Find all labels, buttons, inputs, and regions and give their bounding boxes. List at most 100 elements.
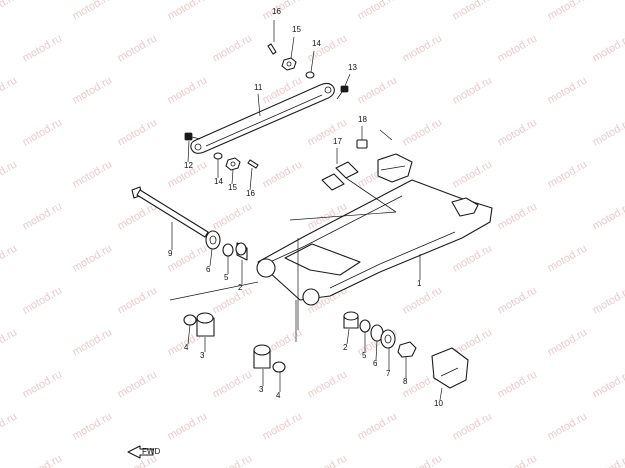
torque-link-bar <box>190 82 335 154</box>
callout-label: 2 <box>238 283 243 292</box>
leader-line <box>310 50 315 73</box>
watermark-text: motod.ru <box>496 200 540 232</box>
watermark-text: motod.ru <box>166 74 210 106</box>
washer-4-middle <box>272 361 286 373</box>
callout-label: 11 <box>254 83 263 92</box>
watermark-text: motod.ru <box>591 284 625 316</box>
watermark-text: motod.ru <box>21 452 65 468</box>
watermark-text: motod.ru <box>451 242 495 274</box>
watermark-text: motod.ru <box>496 452 540 468</box>
callout-label: 16 <box>246 189 255 198</box>
watermark-text: motod.ru <box>116 368 160 400</box>
callout-label: 9 <box>168 249 173 258</box>
watermark-text: motod.ru <box>306 32 350 64</box>
watermark-text: motod.ru <box>0 242 19 274</box>
callout-label: 2 <box>343 343 348 352</box>
watermark-text: motod.ru <box>211 368 255 400</box>
watermark-text: motod.ru <box>591 452 625 468</box>
callout-label: 4 <box>184 343 189 352</box>
dust-seal-5-right <box>359 319 371 333</box>
washer-6-left <box>205 230 221 250</box>
cotter-pin-16-lower <box>247 159 259 169</box>
watermark-text: motod.ru <box>211 200 255 232</box>
assembly-line <box>169 281 259 301</box>
watermark-text: motod.ru <box>21 284 65 316</box>
callout-label: 8 <box>403 377 408 386</box>
chain-adjuster-17 <box>321 161 397 213</box>
watermark-text: motod.ru <box>306 116 350 148</box>
callout-label: 3 <box>259 385 264 394</box>
watermark-text: motod.ru <box>591 116 625 148</box>
watermark-text: motod.ru <box>306 368 350 400</box>
watermark-text: motod.ru <box>356 410 400 442</box>
leader-line <box>290 36 295 59</box>
watermark-text: motod.ru <box>401 116 445 148</box>
watermark-text: motod.ru <box>261 158 305 190</box>
callout-label: 12 <box>184 161 193 170</box>
watermark-text: motod.ru <box>496 368 540 400</box>
watermark-text: motod.ru <box>71 0 115 23</box>
callout-label: 6 <box>373 359 378 368</box>
leader-line <box>344 73 351 87</box>
leader-line <box>257 93 261 117</box>
cotter-pin-16-upper <box>267 43 277 55</box>
watermark-text: motod.ru <box>0 158 19 190</box>
leader-line <box>249 167 253 191</box>
watermark-text: motod.ru <box>451 410 495 442</box>
bolt-13 <box>336 85 349 100</box>
bearing-2-right <box>343 311 359 329</box>
leader-line <box>346 328 350 345</box>
watermark-text: motod.ru <box>211 284 255 316</box>
leader-line <box>187 140 190 163</box>
callout-label: 15 <box>228 183 237 192</box>
watermark-text: motod.ru <box>496 32 540 64</box>
callout-label: 3 <box>200 351 205 360</box>
callout-label: 4 <box>276 391 281 400</box>
fwd-label: FWD <box>142 447 160 456</box>
watermark-text: motod.ru <box>546 326 590 358</box>
assembly-line <box>289 211 397 221</box>
dust-seal-5-left <box>222 243 234 257</box>
watermark-text: motod.ru <box>496 116 540 148</box>
watermark-text: motod.ru <box>21 32 65 64</box>
watermark-text: motod.ru <box>496 284 540 316</box>
watermark-text: motod.ru <box>71 74 115 106</box>
watermark-text: motod.ru <box>71 410 115 442</box>
bolt-18 <box>356 139 368 149</box>
callout-label: 15 <box>292 25 301 34</box>
callout-label: 1 <box>417 279 422 288</box>
watermark-text: motod.ru <box>116 32 160 64</box>
leader-line <box>439 387 443 401</box>
watermark-text: motod.ru <box>451 158 495 190</box>
nut-15-lower <box>225 157 241 171</box>
watermark-text: motod.ru <box>21 116 65 148</box>
callout-label: 7 <box>386 369 391 378</box>
callout-label: 5 <box>224 273 229 282</box>
watermark-text: motod.ru <box>261 410 305 442</box>
watermark-text: motod.ru <box>356 74 400 106</box>
watermark-text: motod.ru <box>211 32 255 64</box>
bolt-12 <box>184 132 201 141</box>
washer-4-left <box>183 314 197 326</box>
watermark-text: motod.ru <box>546 410 590 442</box>
watermark-text: motod.ru <box>546 74 590 106</box>
callout-label: 18 <box>358 115 367 124</box>
watermark-text: motod.ru <box>166 0 210 23</box>
watermark-text: motod.ru <box>591 200 625 232</box>
watermark-text: motod.ru <box>591 32 625 64</box>
collar-8 <box>397 341 417 358</box>
watermark-text: motod.ru <box>211 452 255 468</box>
assembly-line <box>379 129 393 141</box>
watermark-text: motod.ru <box>21 368 65 400</box>
washer-14-upper <box>305 71 315 79</box>
watermark-text: motod.ru <box>0 0 19 23</box>
watermark-text: motod.ru <box>591 368 625 400</box>
callout-label: 13 <box>348 63 357 72</box>
fwd-arrow-icon <box>127 445 154 459</box>
bushing-3-middle <box>253 344 271 369</box>
pivot-shaft <box>131 186 209 238</box>
callout-label: 6 <box>206 265 211 274</box>
bushing-3-left <box>196 312 215 337</box>
